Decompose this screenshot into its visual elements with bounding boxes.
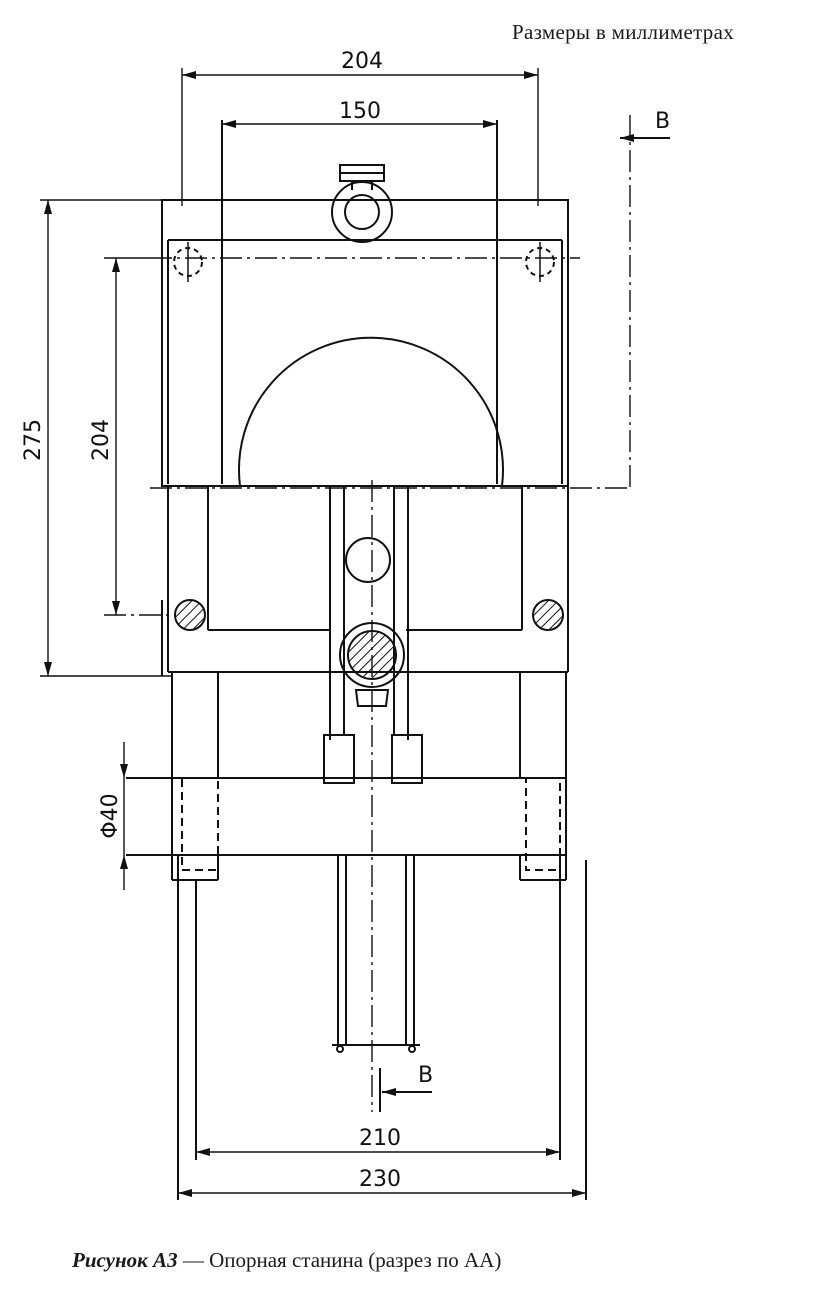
caption-dash: — bbox=[182, 1248, 204, 1272]
lifting-eye bbox=[331, 164, 393, 243]
dim-text-outer-bottom-width: 230 bbox=[359, 1167, 401, 1192]
section-mark-b bbox=[379, 115, 670, 1112]
dim-text-inner-bottom-width: 210 bbox=[359, 1126, 401, 1151]
support-frame-drawing: B B bbox=[21, 49, 670, 1200]
crossbar-hidden-ends bbox=[181, 777, 561, 871]
figure-label: Рисунок А3 bbox=[72, 1248, 178, 1272]
outer-legs bbox=[177, 860, 587, 1200]
guide-shoes bbox=[323, 734, 423, 784]
center-lines bbox=[150, 257, 630, 1112]
dim-overall-height bbox=[40, 199, 172, 677]
dim-text-inner-top-width: 150 bbox=[339, 99, 381, 124]
lower-shaft bbox=[332, 855, 420, 1053]
section-label-top: B bbox=[655, 109, 670, 134]
dim-text-overall-height: 275 bbox=[21, 419, 46, 461]
dim-text-upper-height: 204 bbox=[89, 419, 114, 461]
drum bbox=[238, 336, 504, 487]
side-rods bbox=[174, 599, 564, 631]
dim-outer-top-width bbox=[181, 68, 539, 206]
caption-text: Опорная станина (разрез по АА) bbox=[209, 1248, 502, 1272]
units-note: Размеры в миллиметрах bbox=[512, 20, 735, 44]
dim-upper-height bbox=[104, 257, 176, 616]
dim-text-outer-top-width: 204 bbox=[341, 49, 383, 74]
lower-frame bbox=[126, 672, 567, 881]
inner-plates bbox=[221, 120, 498, 484]
central-column bbox=[329, 486, 409, 740]
figure-caption: Рисунок А3 — Опорная станина (разрез по … bbox=[72, 1248, 501, 1273]
dim-text-bar-diameter: Φ40 bbox=[98, 793, 123, 838]
section-label-bottom: B bbox=[418, 1063, 433, 1088]
